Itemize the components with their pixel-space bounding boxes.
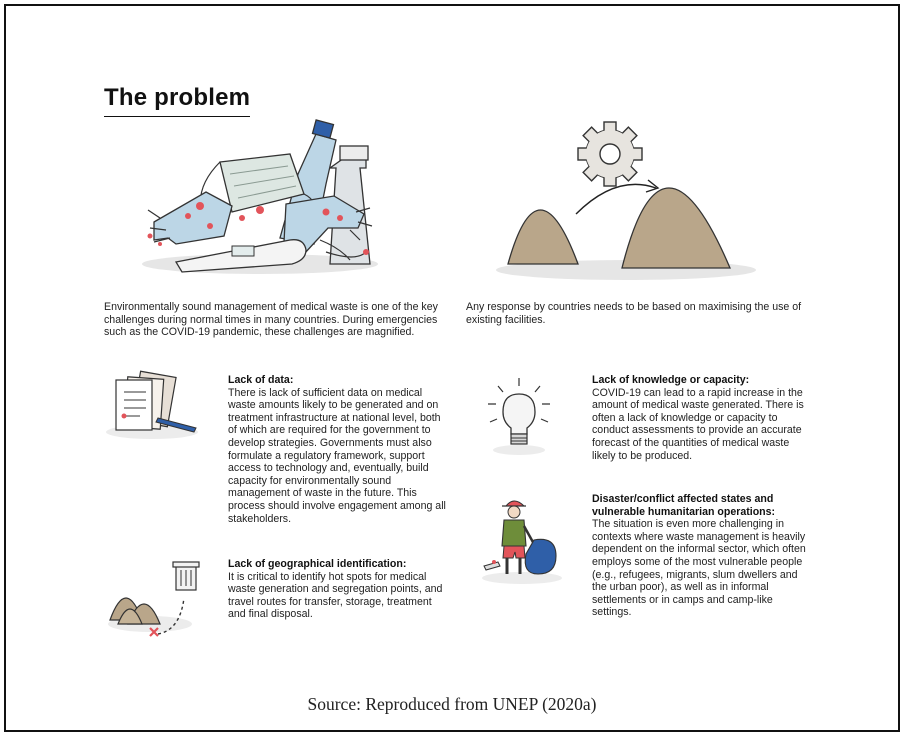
section-heading: Disaster/conflict affected states and vu… — [592, 493, 776, 518]
waste-picker-icon — [482, 500, 562, 584]
lightbulb-icon — [488, 378, 550, 455]
section-heading: Lack of geographical identification: — [228, 558, 407, 570]
documents-pen-icon — [106, 370, 198, 439]
section-lack-of-knowledge-or-capacity: Lack of knowledge or capacity: COVID-19 … — [592, 374, 814, 462]
section-lack-of-geographical-identification: Lack of geographical identification: It … — [228, 558, 452, 621]
source-caption: Source: Reproduced from UNEP (2020a) — [307, 694, 597, 714]
waste-mounds-gear-illustration — [496, 121, 756, 280]
section-disaster-conflict-affected-states: Disaster/conflict affected states and vu… — [592, 493, 814, 619]
section-body: It is critical to identify hot spots for… — [228, 570, 443, 621]
intro-right-text: Any response by countries needs to be ba… — [466, 301, 802, 326]
section-heading: Lack of data: — [228, 374, 294, 386]
intro-left-text: Environmentally sound management of medi… — [104, 301, 438, 339]
section-body: The situation is even more challenging i… — [592, 518, 806, 619]
section-heading: Lack of knowledge or capacity: — [592, 374, 750, 386]
section-lack-of-data: Lack of data: There is lack of sufficien… — [228, 374, 450, 525]
section-body: There is lack of sufficient data on medi… — [228, 386, 446, 525]
section-body: COVID-19 can lead to a rapid increase in… — [592, 386, 804, 462]
waste-hotspot-map-icon — [108, 561, 200, 637]
medical-waste-pile-illustration — [142, 119, 378, 274]
page-title: The problem — [104, 84, 251, 117]
